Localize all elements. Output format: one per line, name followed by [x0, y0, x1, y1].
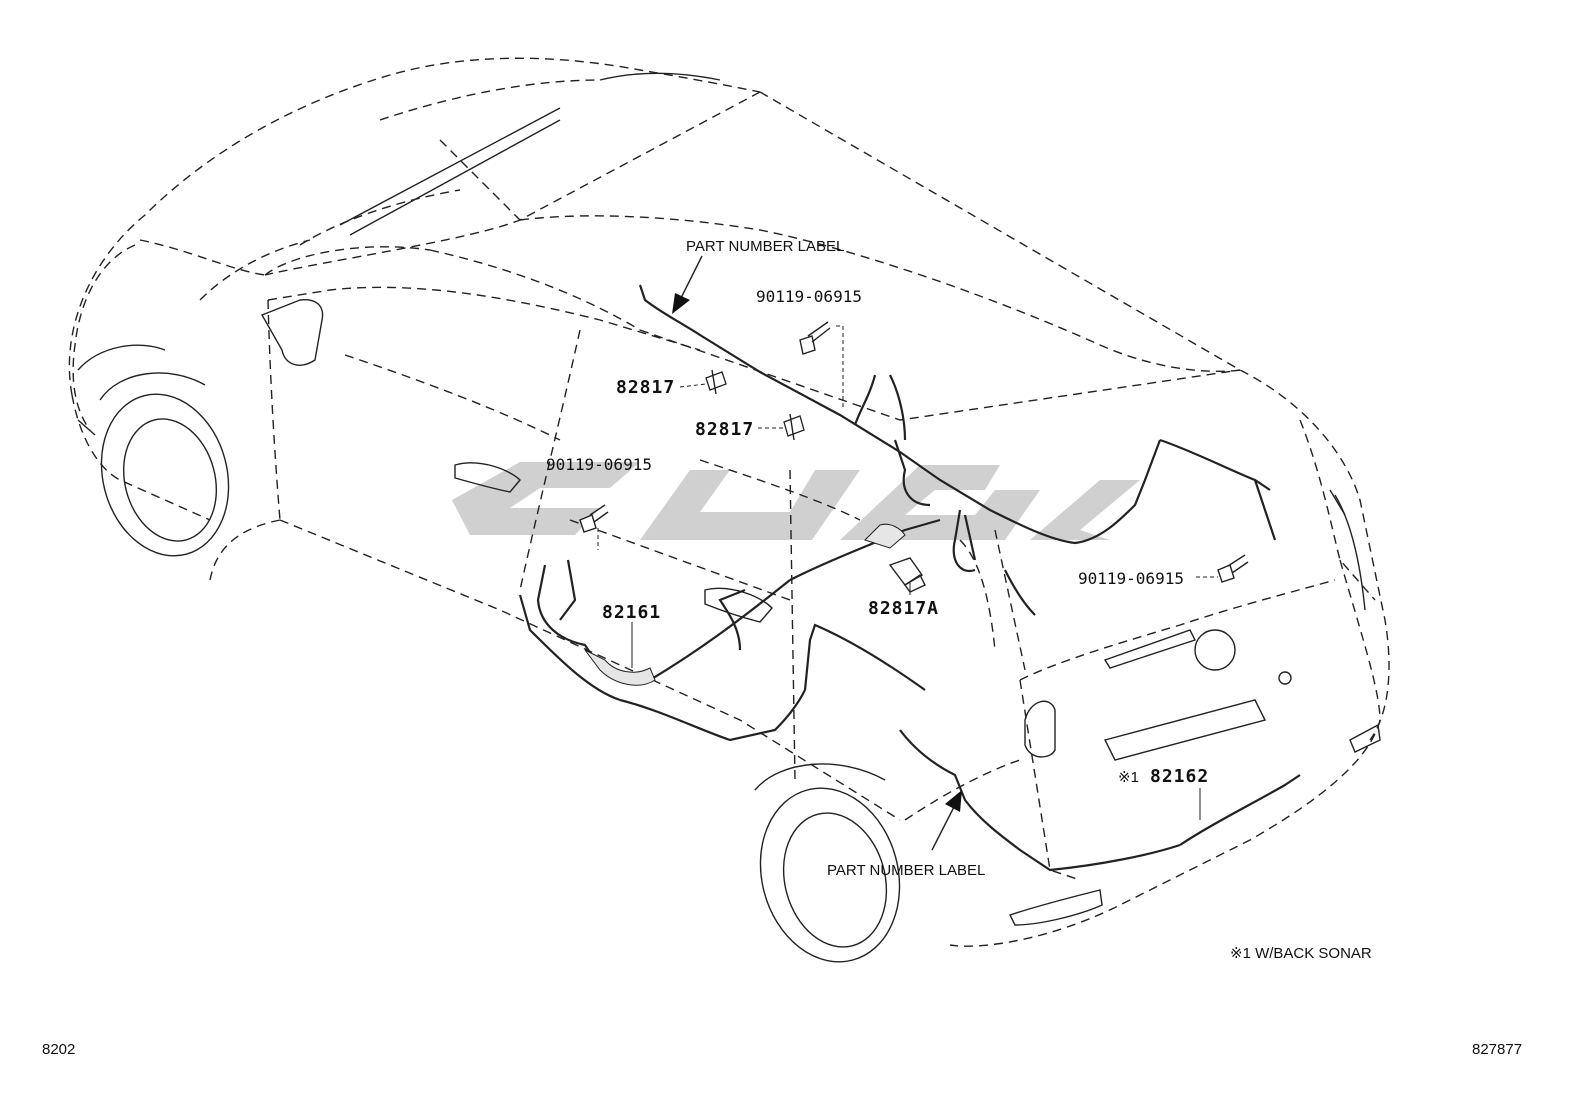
arrow-icon-bottom	[931, 790, 962, 851]
floor-harness	[518, 518, 1301, 872]
front-wheel	[99, 372, 230, 557]
harness-back-note-marker: ※1	[1118, 769, 1139, 786]
clamp-part-number-lower: 82817	[695, 419, 754, 440]
car-details	[77, 72, 1381, 926]
clamp-icon-upper	[705, 369, 727, 395]
bolt-icon-right	[1217, 554, 1249, 583]
back-harness-part-number: 82162	[1150, 766, 1209, 787]
floor-harness-part-number: 82161	[602, 602, 661, 623]
clamp-a-part-number: 82817A	[868, 598, 939, 619]
footnote: ※1 W/BACK SONAR	[1230, 945, 1372, 962]
bolt-icon-left	[579, 504, 609, 533]
clamp-part-number-upper: 82817	[616, 377, 675, 398]
arrow-icon-top	[672, 255, 703, 314]
clamp-a-icon	[888, 557, 926, 593]
part-number-label-bottom: PART NUMBER LABEL	[827, 862, 985, 879]
page-code-right: 827877	[1472, 1041, 1522, 1058]
leader-lines	[597, 325, 1218, 820]
part-number-label-top: PART NUMBER LABEL	[686, 238, 844, 255]
bolt-part-number-left: 90119-06915	[546, 455, 652, 474]
clamp-icon-lower	[783, 413, 805, 441]
watermark-logo	[452, 462, 1140, 540]
page-code-left: 8202	[42, 1041, 75, 1058]
bolt-icon-top	[799, 321, 831, 355]
bolt-part-number-top: 90119-06915	[756, 287, 862, 306]
bolt-part-number-right: 90119-06915	[1078, 569, 1184, 588]
roof-harness	[638, 284, 1277, 616]
rear-wheel	[754, 763, 901, 963]
car-body-outline	[68, 57, 1390, 947]
